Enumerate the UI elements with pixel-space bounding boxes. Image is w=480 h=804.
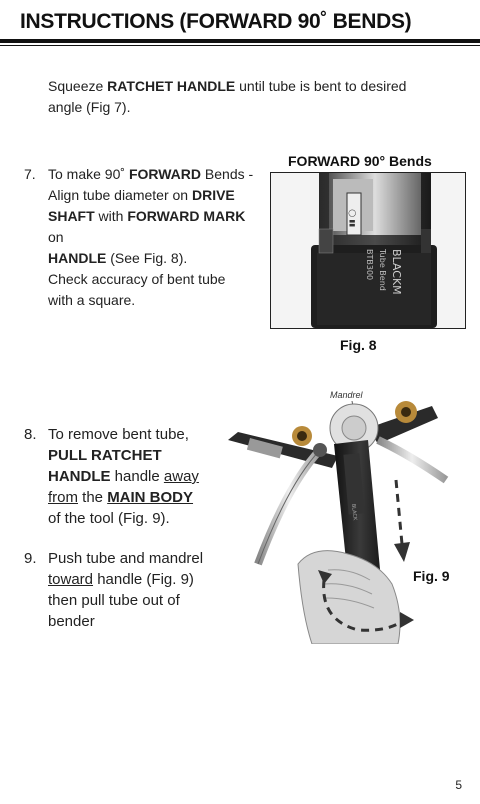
step-number: 9. [24,550,37,567]
tube-bender-handle-illustration: ▮▮ ◯ BLACKM Tube Bend BTB300 [271,173,465,328]
fig8-model-code: BTB300 [365,249,374,280]
tube-bender-removal-illustration: Mandrel BLACK [228,390,449,645]
fig8-model-text: Tube Bend [378,248,387,291]
page-title: INSTRUCTIONS (FORWARD 90˚ BENDS) [20,10,412,33]
step-7-text: To make 90˚ FORWARD Bends - Align tube d… [48,166,254,308]
mandrel-label: Mandrel [330,390,364,400]
intro-line-2: angle (Fig 7). [48,99,131,115]
intro-paragraph: Squeeze RATCHET HANDLE until tube is ben… [48,76,448,118]
step-8: 8. To remove bent tube, PULL RATCHET HAN… [24,424,224,534]
step-8-text: To remove bent tube, PULL RATCHET HANDLE… [48,426,199,527]
step-9-text: Push tube and mandrel toward handle (Fig… [48,550,204,630]
step-number: 8. [24,426,37,443]
fig9-illustration: Mandrel BLACK [228,384,460,645]
page-number: 5 [455,778,462,792]
step-number: 7. [24,166,36,182]
fig9-label: Fig. 9 [413,568,450,584]
intro-line-1: Squeeze RATCHET HANDLE until tube is ben… [48,78,407,94]
fig8-photo: ▮▮ ◯ BLACKM Tube Bend BTB300 [270,172,466,329]
step-9: 9. Push tube and mandrel toward handle (… [24,548,224,638]
fig8-label: Fig. 8 [340,337,377,353]
svg-text:BLACK: BLACK [350,504,358,522]
fig8-caption: FORWARD 90° Bends [288,153,432,169]
fig8-brand-text: BLACKM [390,249,403,295]
header-rule-thick [0,39,480,43]
step-7: 7. To make 90˚ FORWARD Bends - Align tub… [24,164,264,308]
header-rule-thin [0,45,480,46]
svg-text:▮▮ ◯: ▮▮ ◯ [348,209,356,227]
